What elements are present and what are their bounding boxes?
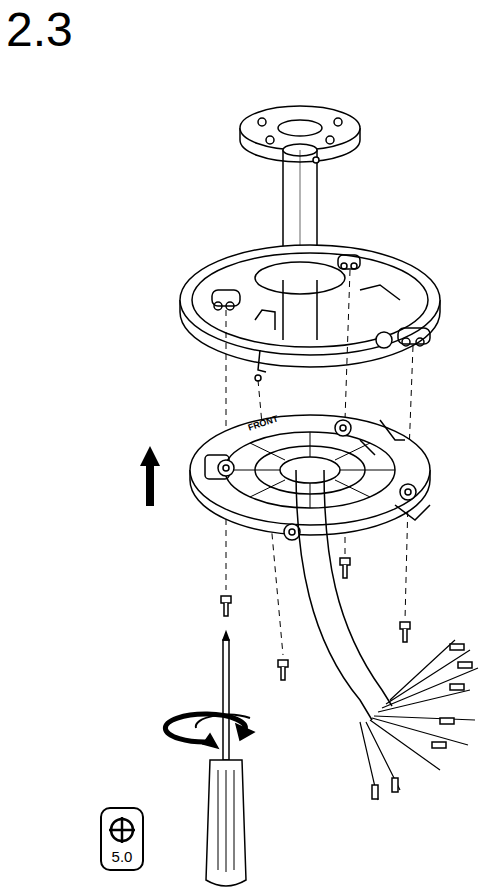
- rotation-arrow: [165, 714, 254, 748]
- bracket-disc: [180, 245, 440, 381]
- screws: [221, 558, 410, 680]
- phillips-bit-icon: [101, 808, 143, 870]
- bit-size: 5.0: [112, 849, 133, 864]
- screwdriver: [206, 632, 246, 886]
- up-arrow: [140, 446, 160, 506]
- mounting-plate: [190, 415, 430, 540]
- cable: [296, 470, 478, 800]
- step-number: 2.3: [6, 6, 73, 54]
